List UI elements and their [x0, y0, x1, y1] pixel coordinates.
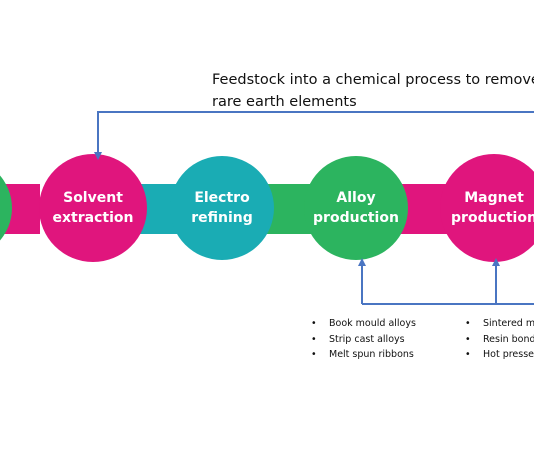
node-circle — [304, 156, 408, 260]
node-label-line2: refining — [191, 210, 253, 226]
list-item: Sintered ma — [465, 316, 534, 332]
node-label-line2: extraction — [53, 210, 134, 226]
node-solvent-extraction: Solvent extraction — [39, 154, 147, 262]
feedstock-caption: Feedstock into a chemical process to rem… — [212, 69, 534, 113]
magnet-products-list: Sintered ma Resin bond Hot pressed — [465, 316, 534, 363]
list-item: Book mould alloys — [311, 316, 416, 332]
node-electro-refining: Electro refining — [170, 156, 274, 260]
list-item: Melt spun ribbons — [311, 347, 416, 363]
feedstock-arrow — [94, 111, 534, 160]
list-item: Hot pressed — [465, 347, 534, 363]
list-item: Resin bond — [465, 332, 534, 348]
node-magnet-production: Magnet production — [440, 154, 534, 262]
alloy-products-list: Book mould alloys Strip cast alloys Melt… — [311, 316, 416, 363]
node-circle — [440, 154, 534, 262]
node-label-line2: production — [313, 210, 399, 226]
feedstock-caption-line1: Feedstock into a chemical process to rem… — [212, 72, 534, 88]
node-label-line1: Electro — [194, 190, 250, 206]
node-label-line1: Alloy — [336, 190, 375, 206]
partial-green-node — [0, 175, 12, 241]
node-label-line1: Solvent — [63, 190, 123, 206]
node-alloy-production: Alloy production — [304, 156, 408, 260]
feedstock-caption-line2: rare earth elements — [212, 94, 357, 110]
node-label-line1: Magnet — [464, 190, 524, 206]
node-circle — [39, 154, 147, 262]
node-circle — [170, 156, 274, 260]
node-label-line2: production — [451, 210, 534, 226]
list-item: Strip cast alloys — [311, 332, 416, 348]
